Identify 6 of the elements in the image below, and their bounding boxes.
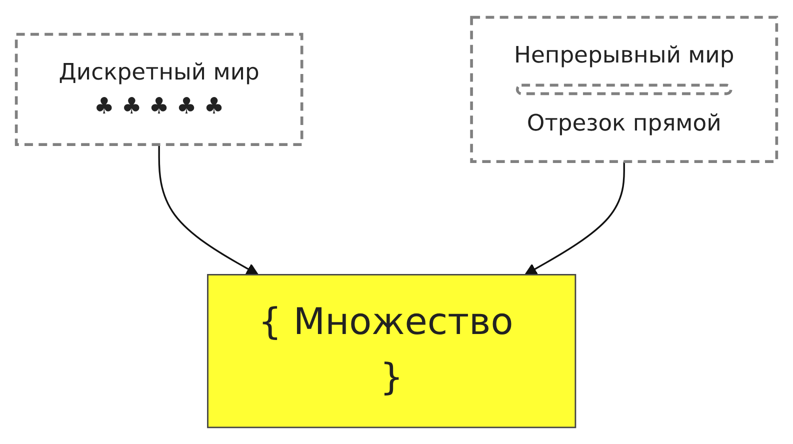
node-box — [207, 274, 576, 428]
arrow — [524, 161, 625, 275]
arrow — [158, 144, 259, 275]
diagram-drawing: Дискретный мир ♣ ♣ ♣ ♣ ♣ Непрерывный мир Отрезок прямой { Множество } — [5, 6, 788, 438]
node-box — [470, 16, 778, 163]
node-box — [14, 32, 304, 146]
